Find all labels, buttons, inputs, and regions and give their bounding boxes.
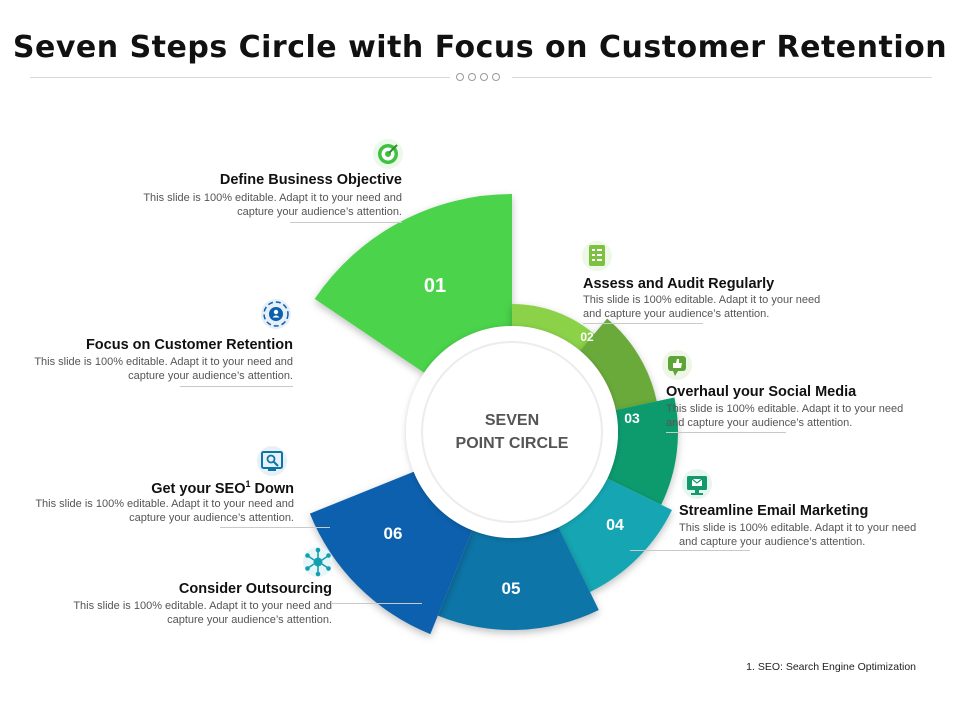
step-03-title: Overhaul your Social Media <box>666 384 857 400</box>
step-01-title: Define Business Objective <box>219 172 402 188</box>
step-02-desc: This slide is 100% editable. Adapt it to… <box>583 294 821 320</box>
title-divider-left <box>30 77 450 78</box>
step-06-title: Consider Outsourcing <box>178 581 332 597</box>
center-label-line2: POINT CIRCLE <box>456 435 569 452</box>
step-01-leader <box>290 222 402 223</box>
segment-04 <box>607 397 678 505</box>
network-icon <box>303 547 333 577</box>
step-03-leader <box>666 432 786 433</box>
target-icon <box>373 139 403 169</box>
segment-02 <box>512 304 595 351</box>
segment-01 <box>314 194 512 373</box>
step-06-leader <box>332 603 422 604</box>
footnote: 1. SEO: Search Engine Optimization <box>746 661 916 673</box>
step-03-desc: This slide is 100% editable. Adapt it to… <box>666 403 904 429</box>
segment-label-03: 03 <box>624 410 640 426</box>
center-label-line1: SEVEN <box>485 412 539 429</box>
segment-03 <box>580 318 657 410</box>
step-seo-title: Get your SEO1 Down <box>151 479 294 497</box>
step-04-desc: This slide is 100% editable. Adapt it to… <box>679 522 917 548</box>
step-07-leader <box>180 386 293 387</box>
title-divider-right <box>512 77 932 78</box>
thumbs-up-icon <box>662 350 692 380</box>
segment-label-05: 05 <box>502 579 521 598</box>
segment-06 <box>437 527 599 631</box>
segment-label-02: 02 <box>580 330 594 344</box>
title-divider-dots <box>456 73 506 83</box>
segment-label-07: 07 <box>342 400 361 419</box>
center-circle <box>421 341 603 523</box>
segment-label-04: 04 <box>606 517 624 534</box>
step-07-title: Focus on Customer Retention <box>85 337 293 353</box>
email-monitor-icon <box>682 469 712 499</box>
segment-07 <box>309 471 473 635</box>
step-04-title: Streamline Email Marketing <box>679 503 869 519</box>
segment-label-01: 01 <box>424 275 446 297</box>
step-seo-desc: This slide is 100% editable. Adapt it to… <box>35 498 294 524</box>
segment-05 <box>558 478 672 592</box>
step-01-desc: This slide is 100% editable. Adapt it to… <box>143 192 402 218</box>
segment-label-06: 06 <box>384 524 403 543</box>
seo-search-icon <box>257 446 287 476</box>
step-02-leader <box>583 323 703 324</box>
checklist-icon <box>582 241 612 271</box>
step-seo-leader <box>220 527 330 528</box>
step-06-desc: This slide is 100% editable. Adapt it to… <box>73 600 332 626</box>
page-title: Seven Steps Circle with Focus on Custome… <box>12 30 948 65</box>
step-07-desc: This slide is 100% editable. Adapt it to… <box>34 356 293 382</box>
step-02-title: Assess and Audit Regularly <box>583 276 775 292</box>
step-04-leader <box>630 550 750 551</box>
customer-cycle-icon <box>261 299 291 329</box>
